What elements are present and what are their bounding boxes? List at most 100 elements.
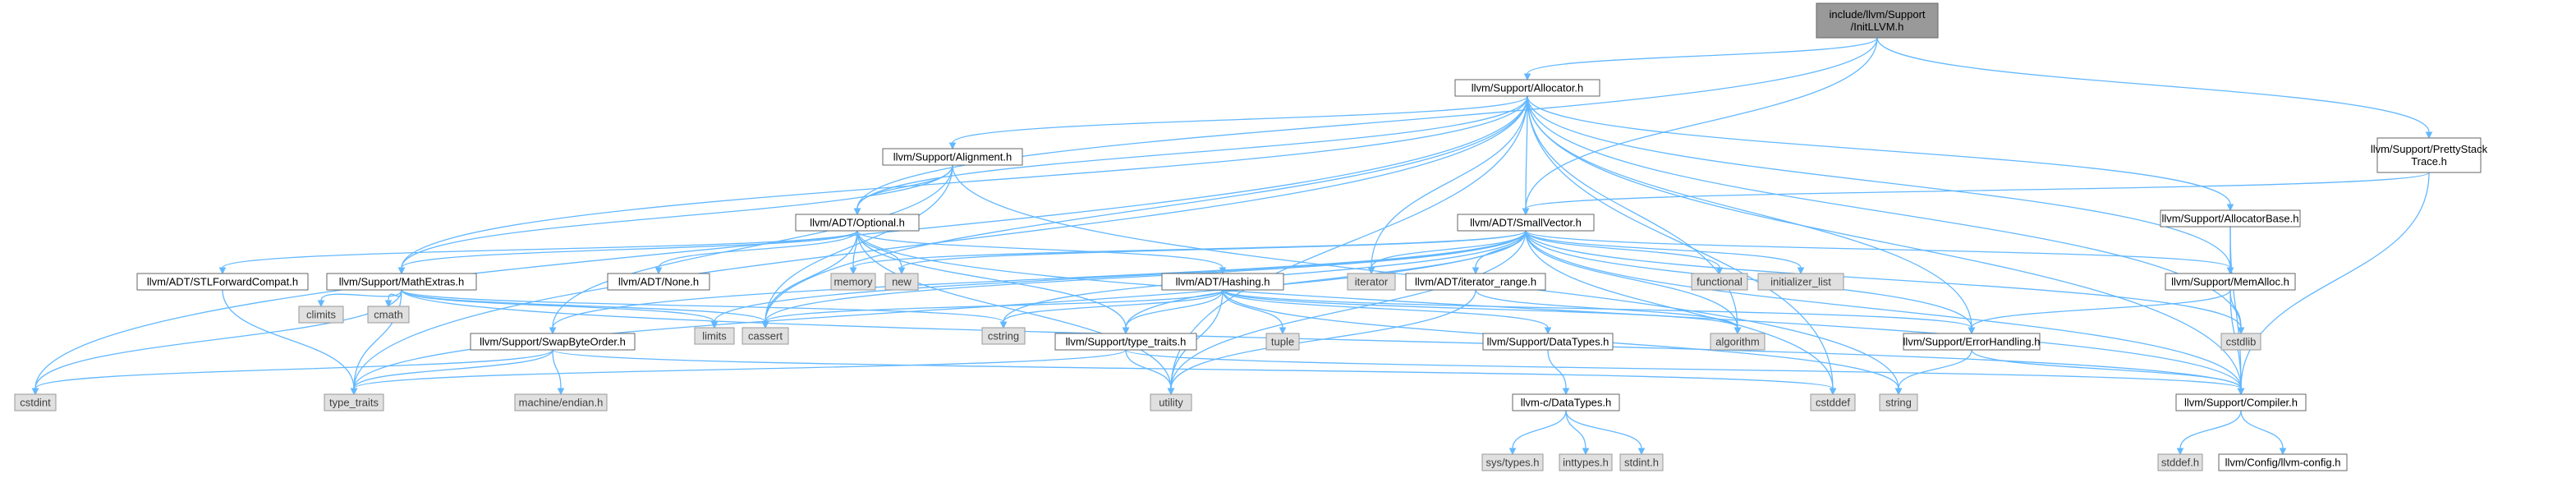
node-box xyxy=(1710,333,1766,351)
node-none[interactable]: llvm/ADT/None.h xyxy=(607,273,710,291)
node-label: llvm/ADT/iterator_range.h xyxy=(1415,276,1536,288)
node-llvmconfig[interactable]: llvm/Config/llvm-config.h xyxy=(2218,453,2348,471)
node-label: cmath xyxy=(374,309,402,321)
node-label: utility xyxy=(1159,397,1183,409)
node-stddef: stddef.h xyxy=(2157,453,2203,471)
edge-optional-to-stlforward xyxy=(218,230,858,275)
node-box xyxy=(1816,2,1939,39)
node-cdatatypes[interactable]: llvm-c/DataTypes.h xyxy=(1512,393,1620,411)
node-errorhandling[interactable]: llvm/Support/ErrorHandling.h xyxy=(1903,333,2041,351)
node-memalloc[interactable]: llvm/Support/MemAlloc.h xyxy=(2165,273,2296,291)
node-typetraits[interactable]: llvm/Support/type_traits.h xyxy=(1054,333,1197,351)
node-label: cstddef xyxy=(1816,397,1850,409)
node-label: cstdlib xyxy=(2226,336,2257,348)
node-box xyxy=(298,306,344,324)
node-swapbyteorder[interactable]: llvm/Support/SwapByteOrder.h xyxy=(470,333,636,351)
node-iterator-range[interactable]: llvm/ADT/iterator_range.h xyxy=(1405,273,1546,291)
node-cassert: cassert xyxy=(742,327,789,345)
node-box xyxy=(1150,393,1192,411)
edge-mathextras-to-type_traits xyxy=(350,289,402,396)
edge-errorhandling-to-compiler xyxy=(1971,349,2245,396)
node-box xyxy=(367,306,410,324)
node-box xyxy=(2220,333,2261,351)
node-label: sys/types.h xyxy=(1485,457,1539,469)
edge-memalloc-to-cstdlib xyxy=(2229,289,2245,335)
node-box xyxy=(1559,453,1613,471)
node-hashing[interactable]: llvm/ADT/Hashing.h xyxy=(1161,273,1284,291)
edge-cdatatypes-to-systypes xyxy=(1508,410,1567,456)
node-label: Trace.h xyxy=(2411,155,2447,168)
node-label: llvm/Support/SwapByteOrder.h xyxy=(480,336,626,348)
node-box xyxy=(14,393,57,411)
edge-hashing-to-typetraits xyxy=(1122,289,1224,335)
node-box xyxy=(2165,273,2296,291)
node-box xyxy=(1405,273,1546,291)
node-label: cstdint xyxy=(20,397,51,409)
dependency-edges xyxy=(31,37,2433,456)
node-climits: climits xyxy=(298,306,344,324)
node-label: llvm/Support/Compiler.h xyxy=(2184,397,2298,409)
node-label: initializer_list xyxy=(1770,276,1831,288)
node-cstdint: cstdint xyxy=(14,393,57,411)
node-box xyxy=(1482,333,1614,351)
node-box xyxy=(830,273,876,291)
edge-hashing-to-tuple xyxy=(1222,289,1287,335)
node-box xyxy=(1691,273,1748,291)
edge-smallvector-to-type_traits xyxy=(350,230,1527,396)
edge-typetraits-to-compiler xyxy=(1125,349,2245,396)
node-box xyxy=(1347,273,1396,291)
node-label: include/llvm/Support xyxy=(1829,8,1925,21)
edge-allocator-to-compiler xyxy=(1527,95,2245,396)
edge-swapbyteorder-to-endian xyxy=(552,349,565,396)
node-type-traits: type_traits xyxy=(324,393,384,411)
edge-optional-to-hashing xyxy=(856,230,1227,275)
node-smallvector[interactable]: llvm/ADT/SmallVector.h xyxy=(1457,214,1595,232)
node-label: memory xyxy=(834,276,873,288)
node-label: llvm/Support/AllocatorBase.h xyxy=(2162,213,2299,225)
edge-compiler-to-llvmconfig xyxy=(2240,410,2287,456)
node-root[interactable]: include/llvm/Support/InitLLVM.h xyxy=(1816,2,1939,39)
node-allocator[interactable]: llvm/Support/Allocator.h xyxy=(1454,79,1600,97)
node-box xyxy=(1054,333,1197,351)
edge-smallvector-to-new xyxy=(898,230,1527,275)
edge-swapbyteorder-to-cstddef xyxy=(552,349,1837,396)
node-allocatorbase[interactable]: llvm/Support/AllocatorBase.h xyxy=(2160,209,2301,228)
edge-root-to-allocator xyxy=(1523,37,1878,81)
edge-hashing-to-datatypes xyxy=(1222,289,1552,335)
node-label: llvm/ADT/STLForwardCompat.h xyxy=(147,276,298,288)
edge-optional-to-mathextras xyxy=(397,230,858,275)
node-endian: machine/endian.h xyxy=(514,393,608,411)
node-box xyxy=(326,273,477,291)
node-box xyxy=(1619,453,1664,471)
node-box xyxy=(1903,333,2041,351)
node-box xyxy=(2175,393,2307,411)
node-iterator: iterator xyxy=(1347,273,1396,291)
edge-root-to-prettystack xyxy=(1876,37,2433,140)
node-box xyxy=(1757,273,1844,291)
edge-compiler-to-stddef xyxy=(2176,410,2242,456)
edge-hashing-to-errorhandling xyxy=(1222,289,1976,335)
node-cstdlib: cstdlib xyxy=(2220,333,2261,351)
node-memory: memory xyxy=(830,273,876,291)
node-label: llvm/Support/MemAlloc.h xyxy=(2171,276,2289,288)
node-label: llvm/Support/Alignment.h xyxy=(893,151,1012,163)
node-mathextras[interactable]: llvm/Support/MathExtras.h xyxy=(326,273,477,291)
node-alignment[interactable]: llvm/Support/Alignment.h xyxy=(882,148,1023,166)
node-box xyxy=(470,333,636,351)
edge-allocator-to-cstdint xyxy=(31,95,1528,396)
node-label: new xyxy=(892,276,911,288)
node-datatypes[interactable]: llvm/Support/DataTypes.h xyxy=(1482,333,1614,351)
edge-memalloc-to-errorhandling xyxy=(1968,289,2231,335)
node-optional[interactable]: llvm/ADT/Optional.h xyxy=(795,214,920,232)
node-stlforward[interactable]: llvm/ADT/STLForwardCompat.h xyxy=(136,273,309,291)
node-label: llvm/Support/PrettyStack xyxy=(2371,143,2488,155)
edge-hashing-to-cassert xyxy=(761,289,1224,329)
node-new: new xyxy=(884,273,919,291)
node-box xyxy=(1265,333,1300,351)
node-label: llvm/Support/type_traits.h xyxy=(1066,336,1187,348)
node-label: inttypes.h xyxy=(1563,457,1609,469)
node-box xyxy=(1512,393,1620,411)
node-compiler[interactable]: llvm/Support/Compiler.h xyxy=(2175,393,2307,411)
node-cstring: cstring xyxy=(981,327,1026,345)
